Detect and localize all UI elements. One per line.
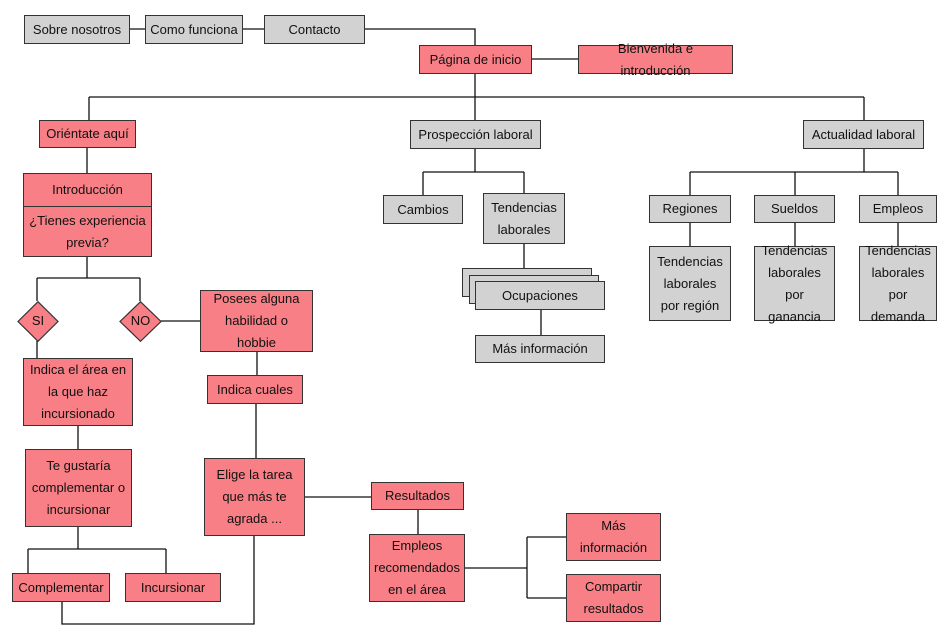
trends-by-demand-node[interactable]: Tendencias laborales por demanda [859,243,937,324]
share-results-node[interactable]: Compartir resultados [566,574,661,622]
more-info-node-prospect[interactable]: Más información [475,335,605,363]
complement-node[interactable]: Complementar [12,573,110,602]
job-news-node[interactable]: Actualidad laboral [803,120,924,149]
complement-question-node[interactable]: Te gustaría complementar o incursionar [25,449,132,527]
labor-trends-node[interactable]: Tendencias laborales [483,193,565,244]
which-ones-node[interactable]: Indica cuales [207,375,303,404]
welcome-node[interactable]: Bienvenida e introducción [578,41,733,78]
orient-node[interactable]: Oriéntate aquí [39,120,136,148]
nav-about[interactable]: Sobre nosotros [24,15,130,44]
area-node[interactable]: Indica el área en la que haz incursionad… [23,358,133,426]
choose-task-node[interactable]: Elige la tarea que más te agrada ... [204,458,305,536]
jobs-node[interactable]: Empleos [859,195,937,223]
results-node[interactable]: Resultados [371,482,464,510]
home-page-node[interactable]: Página de inicio [419,45,532,74]
changes-node[interactable]: Cambios [383,195,463,224]
occupations-node[interactable]: Ocupaciones [475,281,605,310]
regions-node[interactable]: Regiones [649,195,731,223]
recommended-jobs-node[interactable]: Empleos recomendados en el área [369,534,465,602]
yes-decision-diamond[interactable] [17,301,59,342]
incursion-node[interactable]: Incursionar [125,573,221,602]
trends-by-region-node[interactable]: Tendencias laborales por región [649,246,731,321]
more-info-node-results[interactable]: Más información [566,513,661,561]
skill-hobby-node[interactable]: Posees alguna habilidad o hobbie [200,290,313,352]
salaries-node[interactable]: Sueldos [754,195,835,223]
trends-by-salary-node[interactable]: Tendencias laborales por ganancia [754,243,835,324]
nav-how-it-works[interactable]: Como funciona [145,15,243,44]
nav-contact[interactable]: Contacto [264,15,365,44]
no-decision-diamond[interactable] [119,301,162,342]
job-prospecting-node[interactable]: Prospección laboral [410,120,541,149]
experience-question-node[interactable]: ¿Tienes experiencia previa? [23,206,152,257]
no-label: NO [130,313,151,328]
introduction-node[interactable]: Introducción [23,173,152,207]
yes-label: SI [31,313,45,328]
